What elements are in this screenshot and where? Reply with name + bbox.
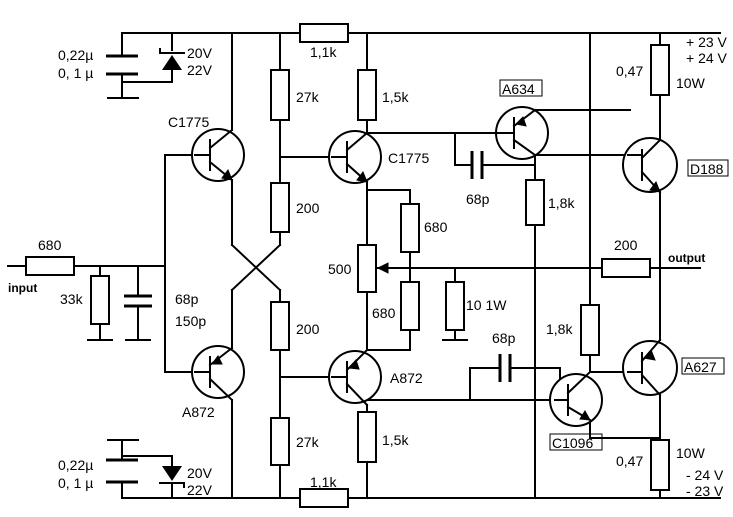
label-supply-pos-b: + 24 V (686, 50, 728, 66)
label-q6: C1096 (552, 435, 593, 451)
labels: input output 680 33k 68p 150p 0,22µ 0, 1… (8, 34, 729, 499)
label-c-68p-bot: 68p (492, 330, 516, 346)
resistor-33k (90, 275, 110, 325)
label-r-1k5-bot: 1,5k (382, 432, 409, 448)
zener-diodes (159, 48, 185, 488)
transistor-q5 (495, 106, 549, 160)
label-r-33k: 33k (60, 291, 84, 307)
label-r-bot-link: 1,1k (310, 474, 337, 490)
resistor-680-b (400, 281, 420, 331)
transistor-q2 (191, 345, 245, 402)
label-box-q7 (687, 159, 729, 177)
label-q8: A627 (684, 359, 717, 375)
resistor-10-1w (445, 281, 465, 331)
resistor-680-a (400, 203, 420, 253)
label-r-1k5-top: 1,5k (382, 89, 409, 105)
label-z-bot-a: 20V (187, 465, 213, 481)
wires (7, 32, 721, 499)
label-r-1k8-top: 1,8k (548, 195, 575, 211)
label-r-680-b: 680 (372, 305, 396, 321)
label-q4: A872 (390, 370, 423, 386)
label-r-top-link: 1,1k (310, 44, 337, 60)
label-box-q8 (681, 357, 725, 375)
label-q7: D188 (690, 161, 724, 177)
label-box-q6 (549, 433, 603, 451)
label-r-27k-top: 27k (296, 89, 320, 105)
resistor-200-top (270, 182, 290, 233)
label-z-bot-b: 22V (187, 482, 213, 498)
label-r-680-a: 680 (424, 219, 448, 235)
label-box-q5 (499, 79, 543, 97)
label-10w-top: 10W (676, 75, 706, 91)
transistor-q7 (622, 137, 678, 194)
label-r-200-top: 200 (296, 200, 320, 216)
label-q3: C1775 (388, 150, 429, 166)
label-c-top-b: 0, 1 µ (58, 65, 93, 81)
label-z-top-b: 22V (187, 62, 213, 78)
resistor-1k5-top (357, 69, 377, 121)
label-c-in-a: 68p (175, 291, 199, 307)
label-supply-pos-a: + 23 V (686, 34, 728, 50)
resistor-1k1-top (299, 23, 349, 43)
label-supply-neg-a: - 24 V (686, 467, 724, 483)
label-c-top-a: 0,22µ (58, 47, 93, 63)
resistor-047-top (650, 44, 670, 96)
label-r-1k8-bot: 1,8k (546, 321, 573, 337)
label-supply-neg-b: - 23 V (686, 483, 724, 499)
resistor-1k8-top (525, 179, 545, 226)
pot-wiper-arrow (376, 262, 389, 274)
resistor-200-output (601, 258, 651, 278)
transistors (191, 106, 678, 427)
transistor-q4 (328, 348, 382, 407)
label-r-200-bot: 200 (296, 321, 320, 337)
label-r-047-top: 0,47 (616, 63, 643, 79)
potentiometer-500 (357, 244, 377, 293)
label-output: output (668, 251, 705, 265)
label-q2: A872 (182, 404, 215, 420)
label-pot-500: 500 (328, 261, 352, 277)
label-r-10-1w: 10 1W (466, 297, 507, 313)
transistor-q3 (328, 130, 382, 184)
resistor-27k-bottom (270, 417, 290, 466)
resistor-input-680 (25, 256, 75, 276)
capacitors (106, 54, 512, 484)
transistor-q6 (549, 370, 603, 427)
resistor-200-bottom (270, 301, 290, 351)
label-z-top-a: 20V (187, 45, 213, 61)
transistor-q8 (622, 338, 678, 397)
label-q1: C1775 (168, 114, 209, 130)
resistor-047-bottom (650, 439, 670, 491)
label-c-68p-top: 68p (466, 191, 490, 207)
label-c-in-b: 150p (175, 313, 206, 329)
label-q5: A634 (502, 81, 535, 97)
resistor-1k8-bottom (580, 304, 600, 356)
label-r-in: 680 (38, 237, 62, 253)
resistor-1k1-bottom (299, 488, 349, 508)
label-r-200-out: 200 (614, 237, 638, 253)
label-r-27k-bot: 27k (296, 434, 320, 450)
transistor-q1 (191, 128, 245, 182)
label-r-047-bot: 0,47 (616, 453, 643, 469)
resistor-27k-top (270, 69, 290, 121)
label-c-bot-a: 0,22µ (58, 457, 93, 473)
resistors (25, 23, 670, 508)
resistor-1k5-bottom (357, 411, 377, 463)
label-10w-bot: 10W (676, 445, 706, 461)
zener-top (159, 48, 185, 70)
zener-bottom (159, 466, 185, 488)
label-c-bot-b: 0, 1 µ (58, 475, 93, 491)
label-input: input (8, 281, 37, 295)
